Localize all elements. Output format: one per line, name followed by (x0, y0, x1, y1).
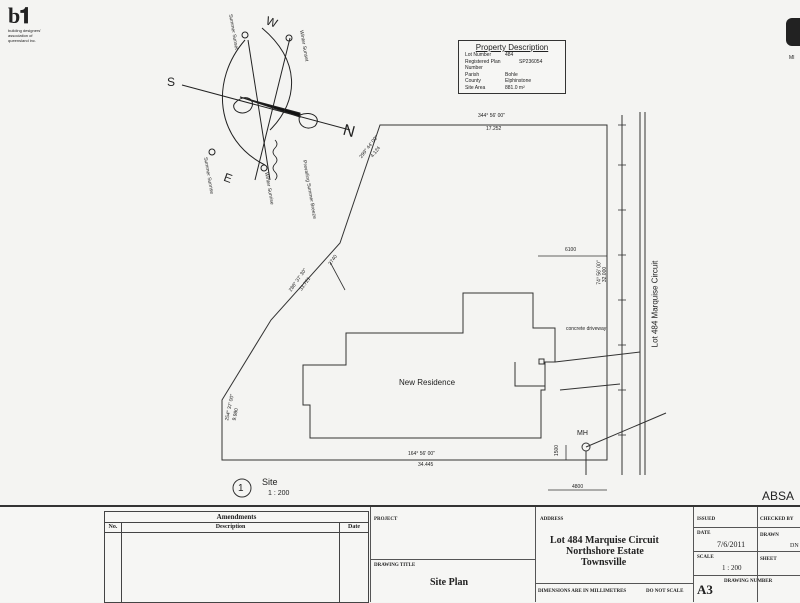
bearing-top: 344° 56' 00" (478, 113, 505, 119)
date-label: DATE (697, 531, 711, 536)
manhole-label: MH (577, 430, 588, 437)
bearing-bottom: 164° 56' 00" (408, 451, 435, 457)
date-value: 7/6/2011 (717, 540, 746, 549)
title-block: Amendments No. Description Date PROJECT … (0, 505, 800, 603)
do-not-scale-note: DO NOT SCALE (646, 589, 684, 594)
view-number-circle (232, 478, 252, 498)
length-east: 32.000 (602, 266, 609, 283)
address-cell (535, 507, 536, 602)
property-description-title: Property Description (475, 43, 549, 52)
street-label: Lot 484 Marquise Circuit (650, 260, 660, 348)
view-scale: 1 : 200 (268, 490, 290, 497)
residence-label: New Residence (399, 378, 456, 387)
length-top: 17.252 (486, 126, 502, 132)
amendments-col-date: Date (348, 524, 361, 530)
north-point (181, 27, 351, 181)
logo-caption: building designers' association of queen… (8, 28, 42, 43)
scale-value: 1 : 200 (722, 564, 742, 572)
corner-text: ABSA (762, 489, 795, 503)
driveway-edge-bottom (559, 383, 621, 391)
checked-cell (757, 507, 758, 602)
setback-side: 6100 (565, 247, 577, 253)
address-label: ADDRESS (540, 517, 564, 522)
setback-front: 4800 (572, 484, 584, 490)
dimensions-note: DIMENSIONS ARE IN MILLIMETRES (538, 589, 627, 594)
view-name: Site (262, 477, 278, 487)
address-line-3: Townsville (581, 557, 627, 568)
checked-label: CHECKED BY (760, 517, 794, 522)
amendments-col-description: Description (122, 523, 341, 532)
scale-label: SCALE (697, 555, 714, 560)
amendments-columns: No. Description Date (105, 523, 368, 533)
corner-right-text: MI (789, 55, 795, 61)
issued-label: ISSUED (697, 517, 716, 522)
amendments-body (105, 533, 368, 602)
issue-cell (693, 507, 694, 602)
project-cell (370, 507, 371, 602)
address-line-1: Lot 484 Marquise Circuit (550, 535, 659, 546)
drawn-value: DN (790, 543, 799, 549)
association-logo: b𝟏 building designers' association of qu… (8, 3, 50, 44)
amendments-title: Amendments (105, 512, 368, 523)
drawing-title-label: DRAWING TITLE (374, 563, 416, 568)
setback-bottom: 1500 (554, 444, 561, 457)
view-number: 1 (238, 483, 244, 494)
sheet-size: A3 (697, 582, 713, 597)
address-line-2: Northshore Estate (566, 546, 644, 557)
drawing-number-label: DRAWING NUMBER (724, 579, 773, 584)
sheet-label: SHEET (760, 557, 777, 562)
site-plan-drawing (181, 27, 667, 498)
drawing-title: Site Plan (430, 577, 469, 588)
length-bottom: 34.445 (418, 462, 434, 468)
compass-s-label: S (167, 75, 176, 89)
lot-boundary (221, 124, 608, 461)
drawn-label: DRAWN (760, 533, 779, 538)
residence-footprint (302, 292, 556, 439)
logo-mark: b𝟏 (8, 3, 31, 28)
project-label: PROJECT (374, 517, 398, 522)
driveway-marker (538, 358, 545, 365)
amendments-col-no: No. (105, 523, 122, 532)
driveway-label: concrete driveway (566, 326, 607, 332)
amendments-table: Amendments No. Description Date (104, 511, 369, 603)
driveway-edge-top (554, 351, 641, 363)
corner-logo-mark (786, 18, 800, 46)
driveway-outline (514, 362, 545, 387)
